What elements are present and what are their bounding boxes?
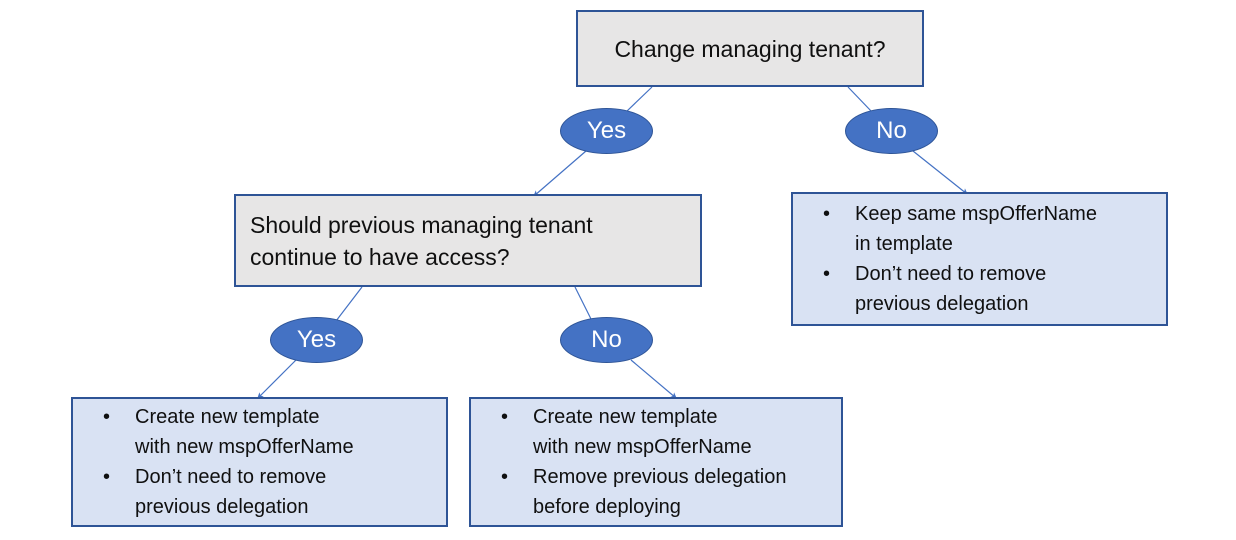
list-item: Create new template with new mspOfferNam… (89, 402, 432, 462)
outcome-no-change[interactable]: Keep same mspOfferName in template Don’t… (791, 192, 1168, 326)
edge-label-q1-yes-text: Yes (586, 117, 627, 144)
edge-label-q2-yes[interactable]: Yes (270, 317, 363, 363)
edge-label-q2-yes-text: Yes (296, 326, 337, 353)
list-item: Don’t need to remove previous delegation (89, 462, 432, 522)
edge-label-q1-yes[interactable]: Yes (560, 108, 653, 154)
outcome-keep-access-list: Create new template with new mspOfferNam… (89, 402, 432, 522)
list-item: Keep same mspOfferName in template (809, 199, 1152, 259)
outcome-revoke-access[interactable]: Create new template with new mspOfferNam… (469, 397, 843, 527)
connector-no2-to-outcome (630, 359, 677, 399)
list-item: Remove previous delegation before deploy… (487, 462, 827, 522)
list-item: Create new template with new mspOfferNam… (487, 402, 827, 462)
connector-yes-to-q2 (533, 150, 587, 197)
decision-change-managing-tenant[interactable]: Change managing tenant? (576, 10, 924, 87)
connector-q2-to-no2 (574, 286, 593, 322)
edge-label-q2-no-text: No (591, 326, 622, 353)
decision-q1-text: Change managing tenant? (614, 35, 886, 62)
connector-yes2-to-outcome (257, 359, 297, 399)
edge-label-q1-no[interactable]: No (845, 108, 938, 154)
edge-label-q2-no[interactable]: No (560, 317, 653, 363)
decision-q2-text: Should previous managing tenant continue… (250, 211, 593, 270)
decision-previous-tenant-access[interactable]: Should previous managing tenant continue… (234, 194, 702, 287)
list-item: Don’t need to remove previous delegation (809, 259, 1152, 319)
outcome-keep-access[interactable]: Create new template with new mspOfferNam… (71, 397, 448, 527)
connector-no-to-outcome (912, 150, 968, 195)
outcome-revoke-access-list: Create new template with new mspOfferNam… (487, 402, 827, 522)
connector-q2-to-yes2 (335, 286, 363, 322)
edge-label-q1-no-text: No (876, 117, 907, 144)
outcome-no-change-list: Keep same mspOfferName in template Don’t… (809, 199, 1152, 319)
connector-q1-to-yes (625, 86, 653, 113)
connector-q1-to-no (847, 86, 873, 113)
